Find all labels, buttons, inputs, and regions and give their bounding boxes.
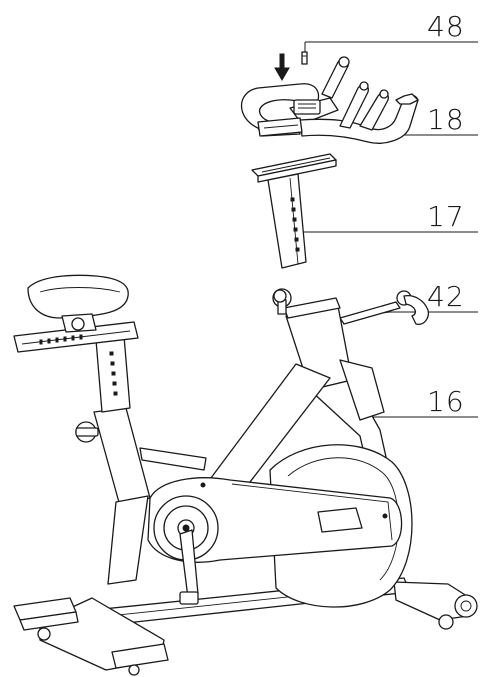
- callout-label-18: 18: [427, 103, 465, 136]
- bolt-48: [301, 51, 308, 65]
- frame-16: [13, 274, 478, 676]
- callout-48: 48: [304, 10, 478, 62]
- handlebar-18: [241, 56, 419, 144]
- callout-label-17: 17: [427, 200, 465, 233]
- down-arrow-icon: [274, 53, 290, 81]
- callout-16: 16: [365, 385, 478, 418]
- callout-17: 17: [300, 200, 478, 233]
- adjustment-lever-42: [339, 290, 430, 325]
- callout-label-48: 48: [427, 10, 465, 43]
- callout-label-42: 42: [427, 280, 465, 313]
- callout-label-16: 16: [427, 385, 465, 418]
- handlebar-post-17: [251, 153, 337, 269]
